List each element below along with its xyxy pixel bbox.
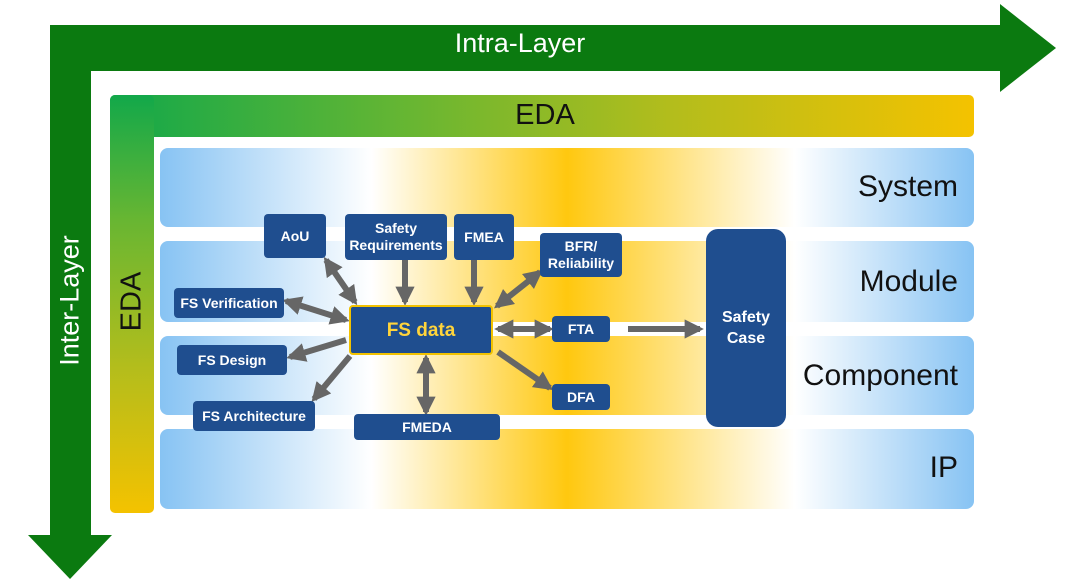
safety-case-box: Safety Case [706, 229, 786, 427]
eda-horizontal-bar [110, 95, 974, 137]
fs-verification-box: FS Verification [174, 288, 284, 318]
intra-layer-arrow-head [1000, 4, 1056, 92]
fs-architecture-box: FS Architecture [193, 401, 315, 431]
eda-top-label: EDA [515, 99, 575, 131]
arrow-bfr-fsdata [493, 269, 544, 309]
arrow-fsdata-fsarchitecture [311, 354, 353, 402]
dfa-box: DFA [552, 384, 610, 410]
arrow-fsdata-fsdesign [286, 337, 347, 362]
intra-layer-arrow [50, 25, 1000, 71]
fta-box: FTA [552, 316, 610, 342]
fmeda-box: FMEDA [354, 414, 500, 440]
arrow-aou-fsdata [323, 256, 358, 306]
intra-layer-label: Intra-Layer [454, 28, 586, 58]
safety-requirements-box: Safety Requirements [345, 214, 447, 260]
arrow-fsdata-dfa [496, 349, 554, 391]
bfr-reliability-box: BFR/ Reliability [540, 233, 622, 277]
fs-design-box: FS Design [177, 345, 287, 375]
inter-layer-arrow [50, 25, 91, 535]
layer-label-component: Component [802, 359, 958, 392]
eda-vertical-bar [110, 95, 154, 513]
layer-band-ip: IP [160, 429, 974, 509]
inter-layer-arrow-head [28, 535, 112, 579]
layer-label-module: Module [859, 265, 958, 298]
layer-label-ip: IP [929, 451, 958, 484]
fs-data-box: FS data [349, 305, 493, 355]
fmea-box: FMEA [454, 214, 514, 260]
layer-band-system: System [160, 148, 974, 227]
layer-label-system: System [857, 170, 958, 203]
aou-box: AoU [264, 214, 326, 258]
arrow-fsverification-fsdata [282, 296, 350, 325]
